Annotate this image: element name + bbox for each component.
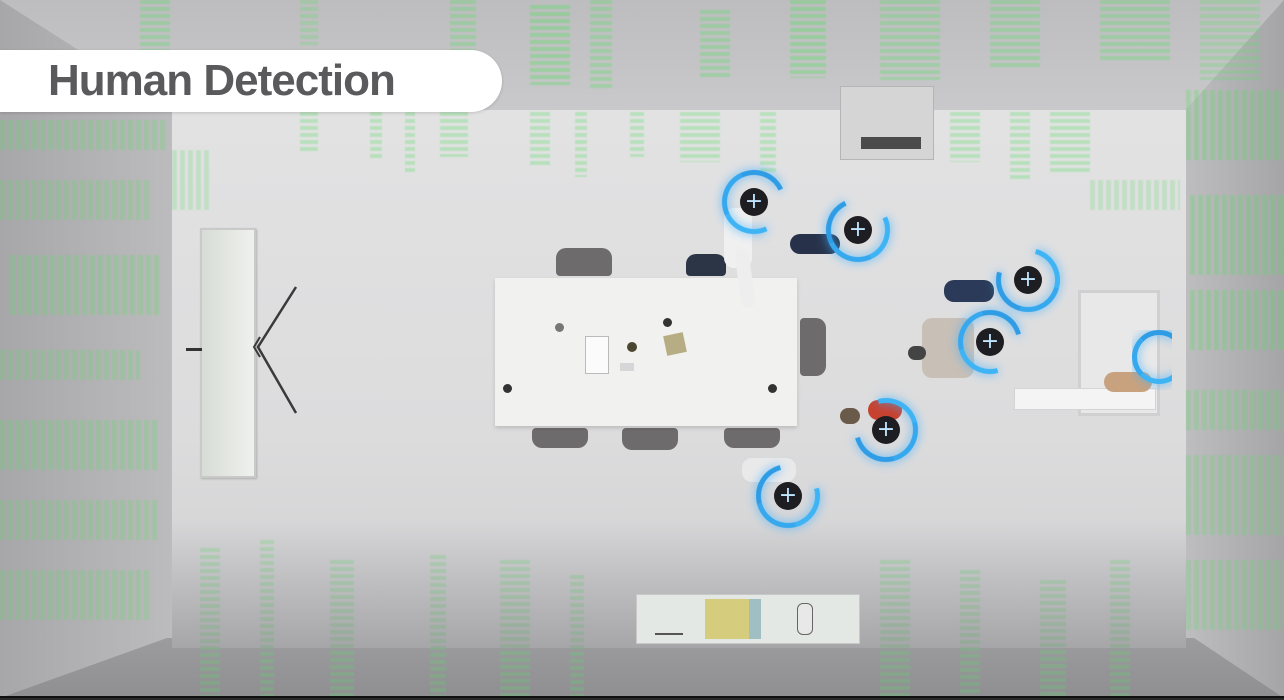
shelf-box: [705, 599, 751, 639]
shelf-box: [749, 599, 761, 639]
shelf: [636, 594, 860, 644]
caption-title: Human Detection: [48, 56, 396, 105]
right-wall: [1184, 0, 1284, 698]
left-wall: [0, 0, 175, 698]
chair: [724, 428, 780, 448]
person-body: [922, 318, 974, 378]
person-shoe: [908, 346, 926, 360]
detection-marker: +: [712, 160, 796, 244]
title-caption: Human Detection: [0, 50, 502, 112]
notebook: [663, 332, 687, 356]
person-body: [742, 458, 796, 482]
detection-marker: +: [816, 188, 900, 272]
person-body: [790, 234, 840, 254]
frame-bottom-border: [0, 696, 1284, 698]
crosshair-icon: +: [848, 217, 868, 242]
detection-marker-partial: [1132, 330, 1172, 390]
crosshair-icon: +: [778, 483, 798, 508]
chair: [556, 248, 612, 276]
counter: [1014, 388, 1156, 410]
table-mic: [503, 384, 512, 393]
bottom-wall: [0, 638, 1284, 698]
crosshair-icon: +: [1018, 267, 1038, 292]
phone: [620, 363, 634, 371]
document: [585, 336, 609, 374]
detection-marker: +: [946, 298, 1034, 386]
detection-marker: +: [984, 236, 1072, 324]
crosshair-icon: +: [876, 417, 896, 442]
chair: [532, 428, 588, 448]
chair: [622, 428, 678, 450]
chair: [800, 318, 826, 376]
printer: [840, 86, 934, 160]
whiteboard: [200, 228, 256, 478]
person-leg: [1104, 372, 1152, 392]
cup: [555, 323, 564, 332]
table-mic: [663, 318, 672, 327]
person-body: [944, 280, 994, 302]
chair: [686, 254, 726, 276]
person-shoe: [840, 408, 860, 424]
detection-marker: +: [744, 452, 832, 540]
marker-pen: [186, 348, 202, 351]
plant: [627, 342, 637, 352]
person-body: [868, 400, 902, 420]
shelf-figure: [797, 603, 813, 635]
table-mic: [768, 384, 777, 393]
shelf-item: [655, 633, 683, 635]
crosshair-icon: +: [980, 329, 1000, 354]
detection-marker: +: [842, 386, 930, 474]
crosshair-icon: +: [744, 189, 764, 214]
